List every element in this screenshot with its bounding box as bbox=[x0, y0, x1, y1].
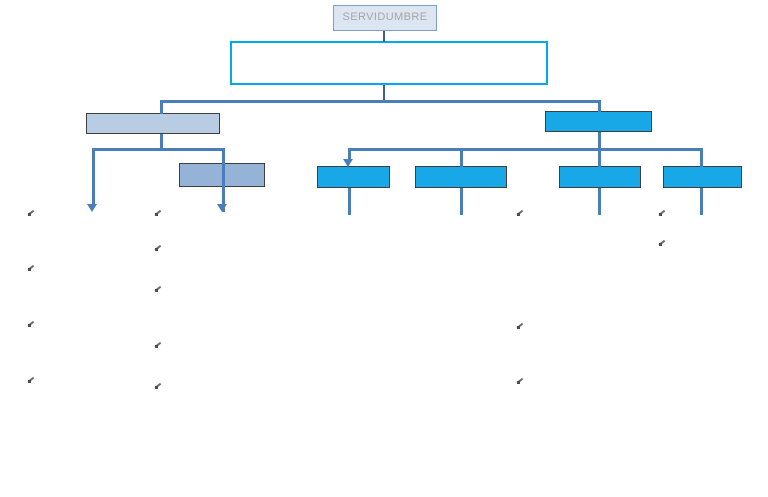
connector-right-bus bbox=[348, 148, 703, 151]
tick-mark-icon bbox=[659, 241, 666, 248]
node-right-c2[interactable] bbox=[415, 166, 507, 188]
tick-mark-icon bbox=[517, 211, 524, 218]
connector-stub-c3 bbox=[598, 188, 601, 215]
tick-mark-icon bbox=[659, 211, 666, 218]
connector-right-parent-down bbox=[598, 132, 601, 149]
node-right-c3[interactable] bbox=[559, 166, 641, 188]
tick-mark-icon bbox=[155, 384, 162, 391]
connector-left-bus-drop-a bbox=[92, 148, 95, 204]
connector-stub-left-child bbox=[222, 187, 225, 212]
tick-mark-icon bbox=[155, 287, 162, 294]
connector-bus1-left-drop bbox=[160, 100, 163, 114]
connector-right-bus-drop-c4 bbox=[700, 148, 703, 167]
connector-level1-bus bbox=[160, 100, 601, 103]
node-right-parent[interactable] bbox=[545, 111, 652, 132]
connector-left-parent-down bbox=[160, 134, 163, 149]
node-root[interactable]: SERVIDUMBRE bbox=[333, 5, 437, 31]
connector-stub-c1 bbox=[348, 188, 351, 215]
node-label-root: SERVIDUMBRE bbox=[342, 11, 428, 24]
tick-mark-icon bbox=[28, 378, 35, 385]
connector-level1-down bbox=[383, 85, 385, 100]
arrow-right-c1-icon bbox=[343, 159, 353, 167]
tick-mark-icon bbox=[28, 322, 35, 329]
node-right-c4[interactable] bbox=[663, 166, 742, 188]
tick-mark-icon bbox=[155, 246, 162, 253]
tick-mark-icon bbox=[517, 324, 524, 331]
tick-mark-icon bbox=[155, 343, 162, 350]
tick-mark-icon bbox=[28, 266, 35, 273]
connector-stub-c2 bbox=[460, 188, 463, 215]
connector-root-to-level1 bbox=[383, 31, 385, 42]
connector-left-bus-drop-b bbox=[222, 148, 225, 204]
node-level1[interactable] bbox=[230, 41, 548, 85]
tick-mark-icon bbox=[155, 211, 162, 218]
connector-stub-c4 bbox=[700, 188, 703, 215]
tick-mark-icon bbox=[517, 379, 524, 386]
connector-right-bus-drop-c1 bbox=[348, 148, 351, 159]
arrow-left-a-icon bbox=[87, 204, 97, 212]
node-left-parent[interactable] bbox=[86, 113, 220, 134]
arrow-left-b-icon bbox=[217, 204, 227, 212]
connector-right-bus-drop-c2 bbox=[460, 148, 463, 167]
node-right-c1[interactable] bbox=[317, 166, 390, 188]
connector-bus1-right-drop bbox=[598, 100, 601, 112]
connector-right-bus-drop-c3 bbox=[598, 148, 601, 167]
connector-left-bus bbox=[92, 148, 225, 151]
tick-mark-icon bbox=[28, 211, 35, 218]
